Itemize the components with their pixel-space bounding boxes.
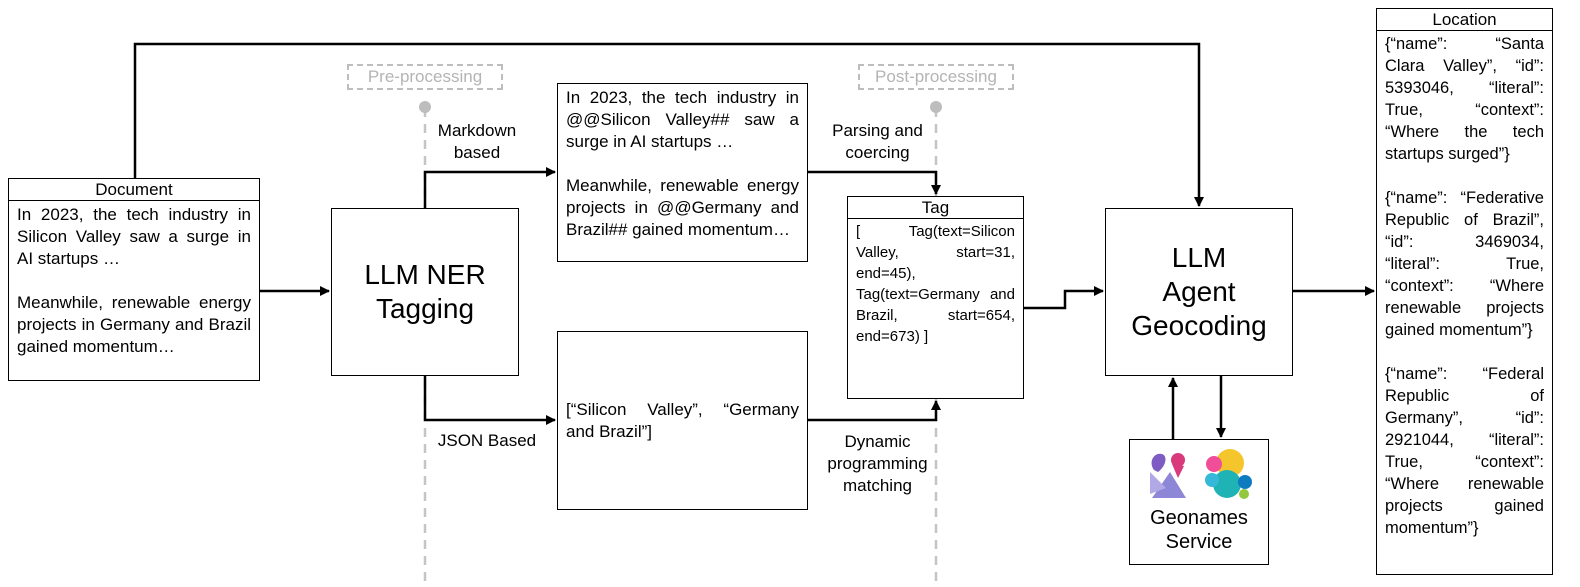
json-output-text: [“Silicon Valley”, “Germany and Brazil”] bbox=[566, 399, 799, 441]
tag-to-agent-arrow bbox=[1024, 286, 1104, 310]
ner-title-line-1: LLM NER bbox=[364, 259, 486, 290]
geonames-label: Geonames Service bbox=[1130, 506, 1268, 554]
document-paragraph-1: In 2023, the tech industry in Silicon Va… bbox=[17, 205, 251, 268]
location-box: Location {“name”: “Santa Clara Valley”, … bbox=[1376, 8, 1553, 575]
tag-text: [ Tag(text=Silicon Valley, start=31, end… bbox=[856, 223, 1015, 345]
geonames-label-line-2: Service bbox=[1165, 531, 1233, 553]
ner-title-line-2: Tagging bbox=[375, 293, 475, 324]
json-output-box: [“Silicon Valley”, “Germany and Brazil”] bbox=[557, 331, 808, 510]
document-box: Document In 2023, the tech industry in S… bbox=[8, 178, 260, 381]
location-entry-1: {“name”: “Santa Clara Valley”, “id”: 539… bbox=[1385, 35, 1544, 163]
markdown-label-line-2: based bbox=[453, 143, 501, 162]
markdown-based-label: Markdown based bbox=[432, 120, 522, 164]
dynamic-programming-label: Dynamic programming matching bbox=[815, 431, 940, 497]
dp-label-line-1: Dynamic bbox=[844, 432, 911, 451]
llm-agent-geocoding-box: LLM Agent Geocoding bbox=[1105, 208, 1293, 376]
location-entry-3: {“name”: “Federal Republic of Germany”, … bbox=[1385, 365, 1544, 537]
location-entry-2: {“name”: “Federative Republic of Brazil”… bbox=[1385, 189, 1544, 339]
markdown-paragraph-2: Meanwhile, renewable energy projects in … bbox=[566, 176, 799, 239]
tag-header: Tag bbox=[848, 197, 1023, 219]
llm-ner-tagging-box: LLM NER Tagging bbox=[331, 208, 519, 376]
markdown-output-box: In 2023, the tech industry in @@Silicon … bbox=[557, 83, 808, 262]
agent-title-line-2: Agent bbox=[1162, 276, 1236, 307]
geonames-label-line-1: Geonames bbox=[1150, 507, 1248, 529]
parsing-label-line-1: Parsing and bbox=[832, 121, 923, 140]
parsing-coercing-label: Parsing and coercing bbox=[820, 120, 935, 164]
postprocessing-label: Post-processing bbox=[858, 64, 1014, 90]
postprocessing-dot bbox=[930, 101, 942, 113]
markdown-output-text: In 2023, the tech industry in @@Silicon … bbox=[558, 84, 807, 244]
json-based-label: JSON Based bbox=[437, 431, 537, 450]
agent-title-line-1: LLM bbox=[1171, 242, 1227, 273]
document-paragraph-2: Meanwhile, renewable energy projects in … bbox=[17, 293, 251, 356]
tag-box: Tag [ Tag(text=Silicon Valley, start=31,… bbox=[847, 196, 1024, 399]
document-header: Document bbox=[9, 179, 259, 201]
location-header: Location bbox=[1377, 9, 1552, 31]
agent-title-line-3: Geocoding bbox=[1131, 310, 1267, 341]
ner-to-markdown-arrow bbox=[423, 167, 556, 208]
markdown-paragraph-1: In 2023, the tech industry in @@Silicon … bbox=[566, 88, 799, 151]
markdown-label-line-1: Markdown bbox=[437, 121, 517, 140]
ner-to-json-arrow bbox=[423, 376, 556, 425]
dp-label-line-3: matching bbox=[843, 476, 912, 495]
json-to-tag-arrow bbox=[808, 400, 941, 422]
doc-to-agent-arrow bbox=[133, 42, 1204, 207]
preprocessing-dot bbox=[419, 101, 431, 113]
dp-label-line-2: programming bbox=[827, 454, 928, 473]
location-text: {“name”: “Santa Clara Valley”, “id”: 539… bbox=[1377, 31, 1552, 541]
parsing-label-line-2: coercing bbox=[845, 143, 910, 162]
elastic-logo-icon bbox=[1205, 449, 1252, 499]
markdown-to-tag-arrow bbox=[808, 170, 941, 195]
geonames-service-box: Geonames Service bbox=[1129, 439, 1269, 565]
preprocessing-label: Pre-processing bbox=[347, 64, 503, 90]
geonames-logo-icon bbox=[1150, 453, 1186, 498]
document-text: In 2023, the tech industry in Silicon Va… bbox=[9, 201, 259, 361]
